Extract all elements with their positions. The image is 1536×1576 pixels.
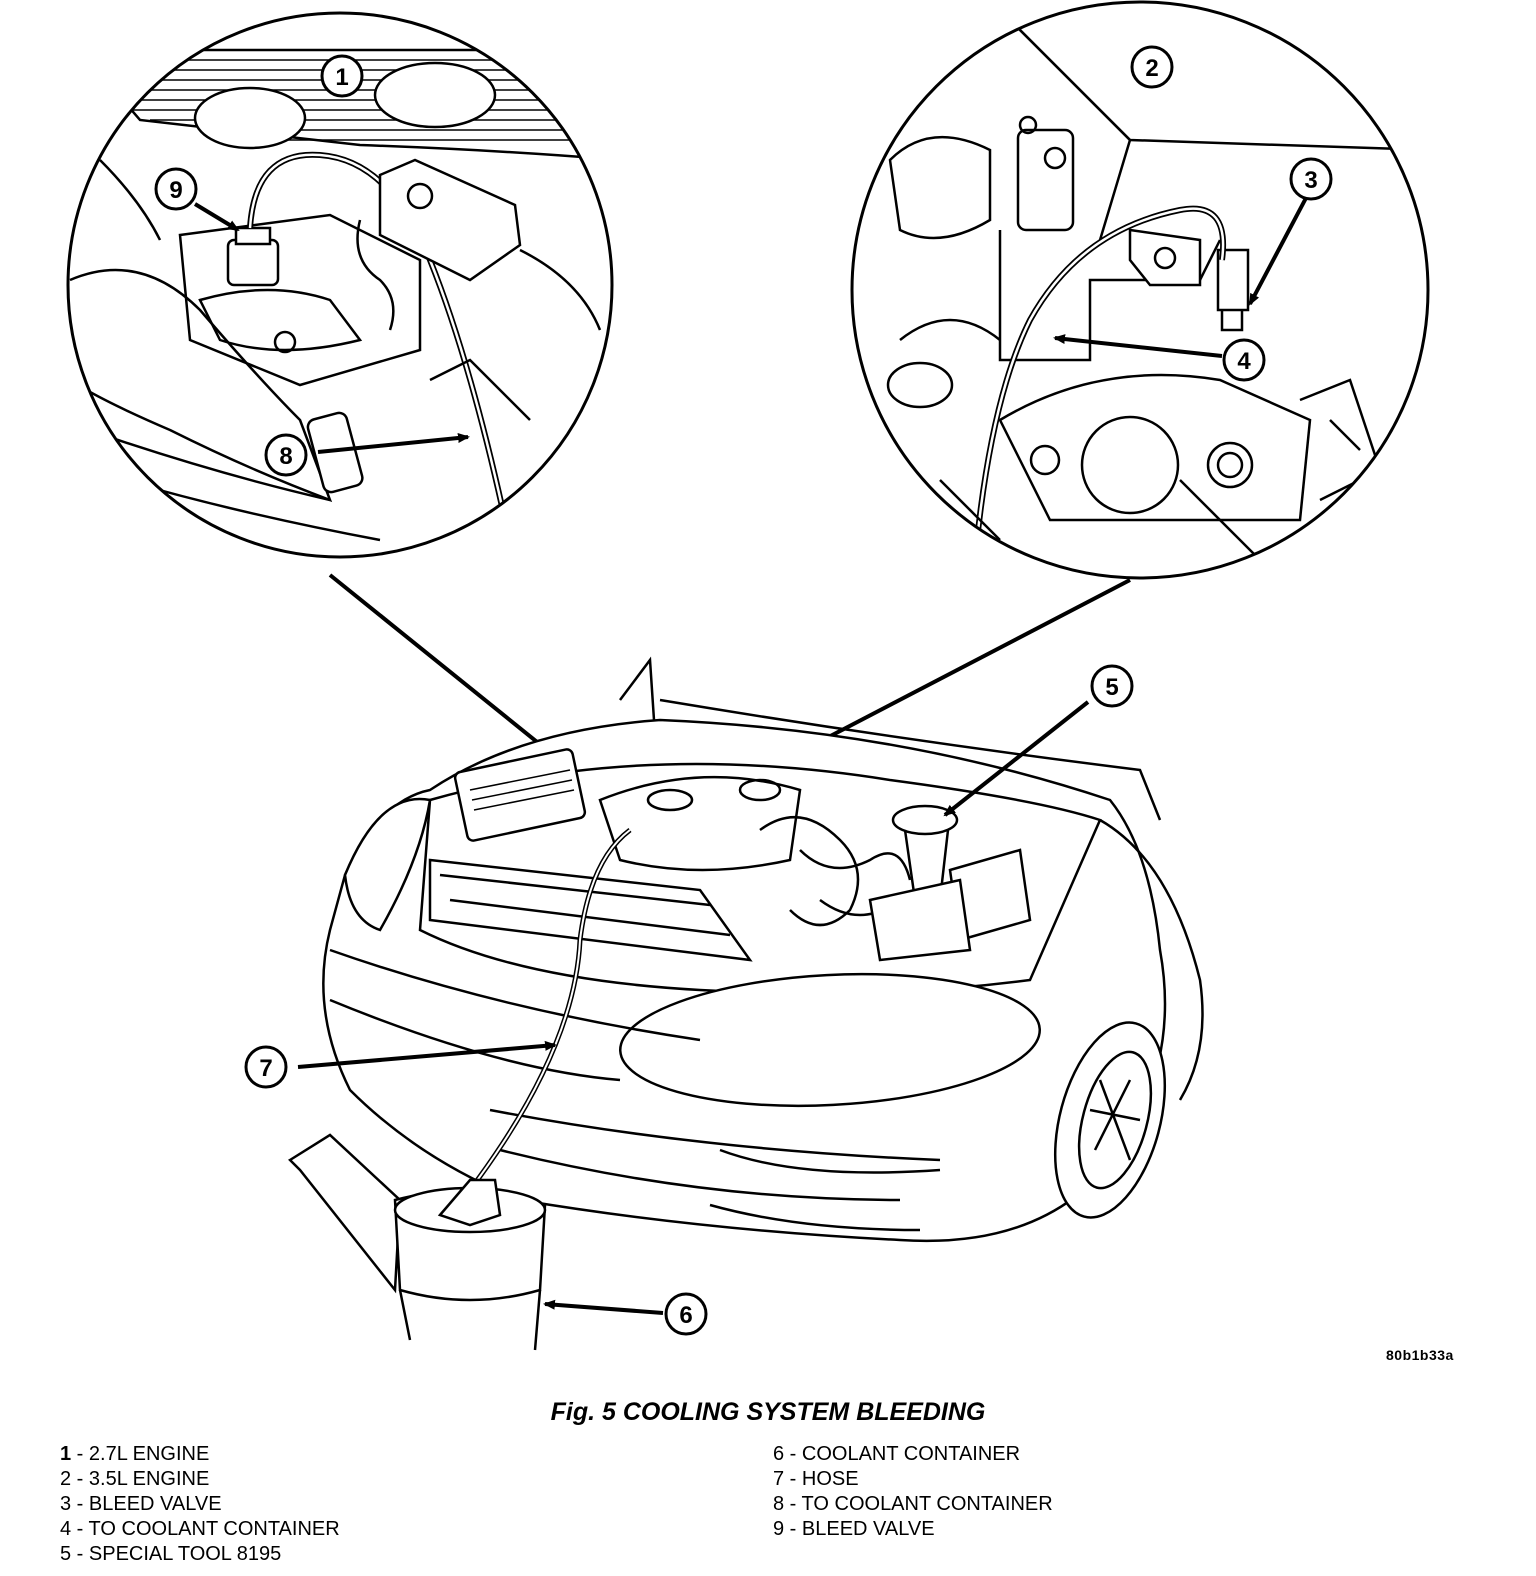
legend-text: - SPECIAL TOOL 8195	[71, 1543, 282, 1565]
legend-text: - 3.5L ENGINE	[71, 1468, 210, 1490]
legend-item: 9 - BLEED VALVE	[773, 1517, 1053, 1542]
vehicle-front	[322, 656, 1204, 1243]
callout-arrows	[193, 197, 1308, 1315]
callout-6: 6	[664, 1292, 708, 1336]
legend-number: 3	[60, 1493, 72, 1515]
detail-2-7l-engine	[66, 11, 614, 559]
callout-3-label: 3	[1304, 167, 1317, 194]
legend-number: 6	[773, 1443, 785, 1465]
callout-1-label: 1	[335, 64, 348, 91]
callout-5: 5	[1090, 664, 1134, 708]
legend-text: - HOSE	[784, 1468, 859, 1490]
legend-text: - BLEED VALVE	[784, 1518, 935, 1540]
callout-4: 4	[1222, 338, 1266, 382]
legend-text: - BLEED VALVE	[71, 1493, 222, 1515]
legend-left: 1 - 2.7L ENGINE 2 - 3.5L ENGINE 3 - BLEE…	[60, 1442, 340, 1567]
cooling-system-illustration: 1 2 3 4 5 6 7 8 9	[66, 0, 1430, 1351]
callout-9: 9	[154, 167, 198, 211]
legend-text: - TO COOLANT CONTAINER	[784, 1493, 1053, 1515]
legend-number: 4	[60, 1518, 72, 1540]
callout-7: 7	[244, 1045, 288, 1089]
legend-item: 4 - TO COOLANT CONTAINER	[60, 1517, 340, 1542]
legend-item: 6 - COOLANT CONTAINER	[773, 1442, 1053, 1467]
callout-8-label: 8	[279, 443, 292, 470]
legend-item: 3 - BLEED VALVE	[60, 1492, 340, 1517]
callout-7-label: 7	[259, 1055, 272, 1082]
legend-number: 8	[773, 1493, 785, 1515]
legend-number: 2	[60, 1468, 72, 1490]
figure-id: 80b1b33a	[1386, 1347, 1454, 1363]
callout-9-label: 9	[169, 177, 182, 204]
callout-5-label: 5	[1105, 674, 1118, 701]
legend-item: 5 - SPECIAL TOOL 8195	[60, 1542, 340, 1567]
legend-number: 7	[773, 1468, 785, 1490]
legend-number: 5	[60, 1543, 72, 1565]
callout-2: 2	[1130, 45, 1174, 89]
legend-item: 2 - 3.5L ENGINE	[60, 1467, 340, 1492]
legend-item: 8 - TO COOLANT CONTAINER	[773, 1492, 1053, 1517]
legend-text: - COOLANT CONTAINER	[784, 1443, 1021, 1465]
legend-text: - TO COOLANT CONTAINER	[71, 1518, 340, 1540]
callout-6-label: 6	[679, 1302, 692, 1329]
legend-number: 1	[60, 1443, 72, 1465]
callout-8: 8	[264, 433, 308, 477]
coolant-container	[288, 1133, 547, 1351]
legend-right: 6 - COOLANT CONTAINER 7 - HOSE 8 - TO CO…	[773, 1442, 1053, 1542]
legend-item: 7 - HOSE	[773, 1467, 1053, 1492]
callout-2-label: 2	[1145, 55, 1158, 82]
legend-item: 1 - 2.7L ENGINE	[60, 1442, 340, 1467]
legend-number: 9	[773, 1518, 785, 1540]
callout-4-label: 4	[1237, 348, 1251, 375]
figure-caption: Fig. 5 COOLING SYSTEM BLEEDING	[550, 1398, 986, 1426]
callout-3: 3	[1289, 157, 1333, 201]
legend-text: - 2.7L ENGINE	[71, 1443, 210, 1465]
callout-1: 1	[320, 54, 364, 98]
detail-3-5l-engine	[850, 0, 1430, 580]
